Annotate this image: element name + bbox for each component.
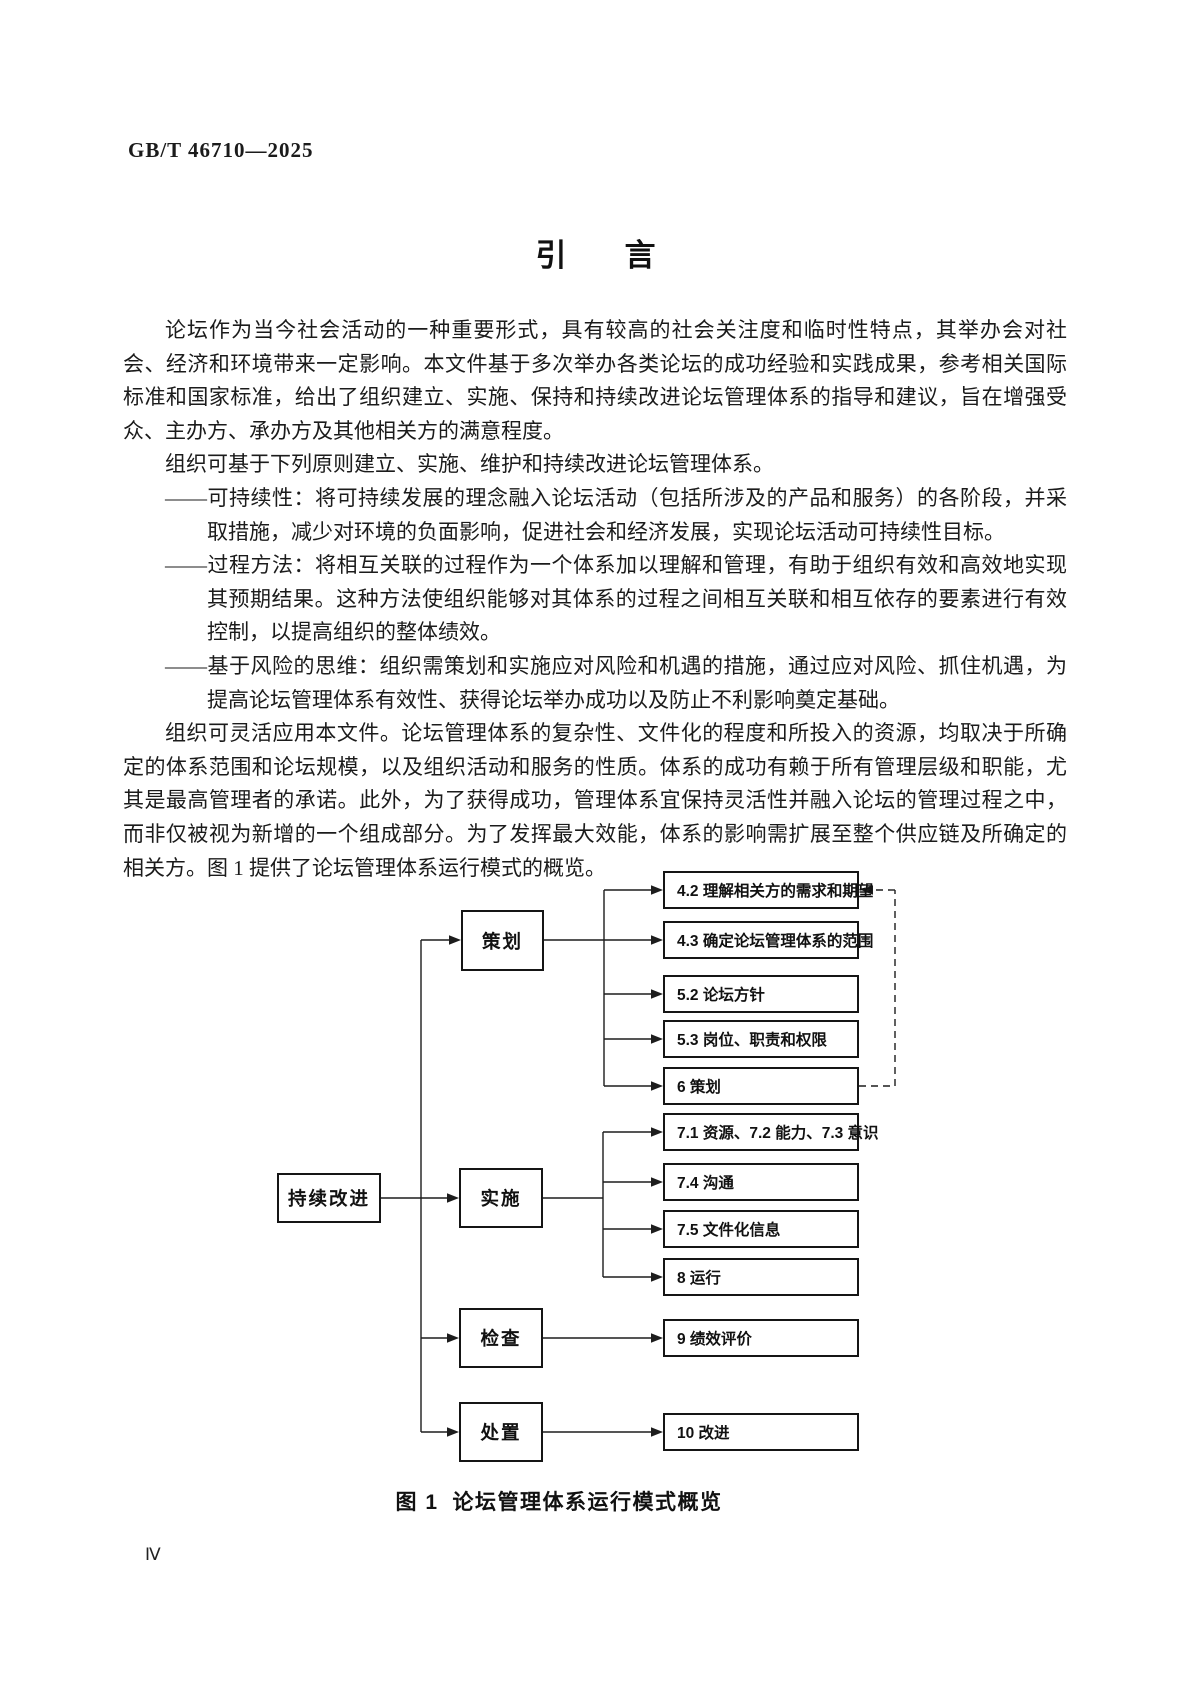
standard-number: GB/T 46710—2025: [128, 138, 314, 162]
page-number: Ⅳ: [145, 1545, 161, 1564]
stage-box-plan: 策划: [461, 910, 544, 971]
principle-item-sustainability: ——可持续性：将可持续发展的理念融入论坛活动（包括所涉及的产品和服务）的各阶段，…: [165, 485, 1067, 544]
title-char-left: 引: [535, 238, 567, 273]
clause-box-7-1-7-2-7-3: 7.1 资源、7.2 能力、7.3 意识: [663, 1113, 879, 1151]
clause-box-4-3: 4.3 确定论坛管理体系的范围: [663, 921, 873, 959]
clause-box-5-3: 5.3 岗位、职责和权限: [663, 1020, 859, 1058]
intro-paragraph-2: 组织可基于下列原则建立、实施、维护和持续改进论坛管理体系。: [165, 452, 774, 477]
intro-paragraph-1: 论坛作为当今社会活动的一种重要形式，具有较高的社会关注度和临时性特点，其举办会对…: [123, 318, 1067, 443]
stage-box-act: 处置: [459, 1402, 543, 1462]
clause-box-10: 10 改进: [663, 1413, 859, 1451]
principle-item-process-approach: ——过程方法：将相互关联的过程作为一个体系加以理解和管理，有助于组织有效和高效地…: [165, 553, 1067, 645]
clause-box-6: 6 策划: [663, 1067, 859, 1105]
page-title: 引言: [0, 230, 1191, 275]
introduction-text: 论坛作为当今社会活动的一种重要形式，具有较高的社会关注度和临时性特点，其举办会对…: [123, 314, 1067, 885]
figure-caption-title: 论坛管理体系运行模式概览: [452, 1491, 723, 1514]
stage-box-do: 实施: [459, 1168, 543, 1228]
title-char-right: 言: [624, 238, 656, 273]
stage-box-check: 检查: [459, 1308, 543, 1368]
intro-paragraph-3: 组织可灵活应用本文件。论坛管理体系的复杂性、文件化的程度和所投入的资源，均取决于…: [123, 721, 1067, 880]
figure-caption-number: 图 1: [395, 1491, 439, 1514]
clause-box-8: 8 运行: [663, 1258, 859, 1296]
clause-box-5-2: 5.2 论坛方针: [663, 975, 859, 1013]
stage-box-continual-improvement: 持续改进: [277, 1173, 381, 1223]
clause-box-9: 9 绩效评价: [663, 1319, 859, 1357]
clause-box-4-2: 4.2 理解相关方的需求和期望: [663, 871, 873, 909]
figure-caption: 图 1 论坛管理体系运行模式概览: [0, 1486, 1118, 1516]
clause-box-7-4: 7.4 沟通: [663, 1163, 859, 1201]
principle-item-risk-based-thinking: ——基于风险的思维：组织需策划和实施应对风险和机遇的措施，通过应对风险、抓住机遇…: [165, 653, 1067, 712]
clause-box-7-5: 7.5 文件化信息: [663, 1210, 859, 1248]
